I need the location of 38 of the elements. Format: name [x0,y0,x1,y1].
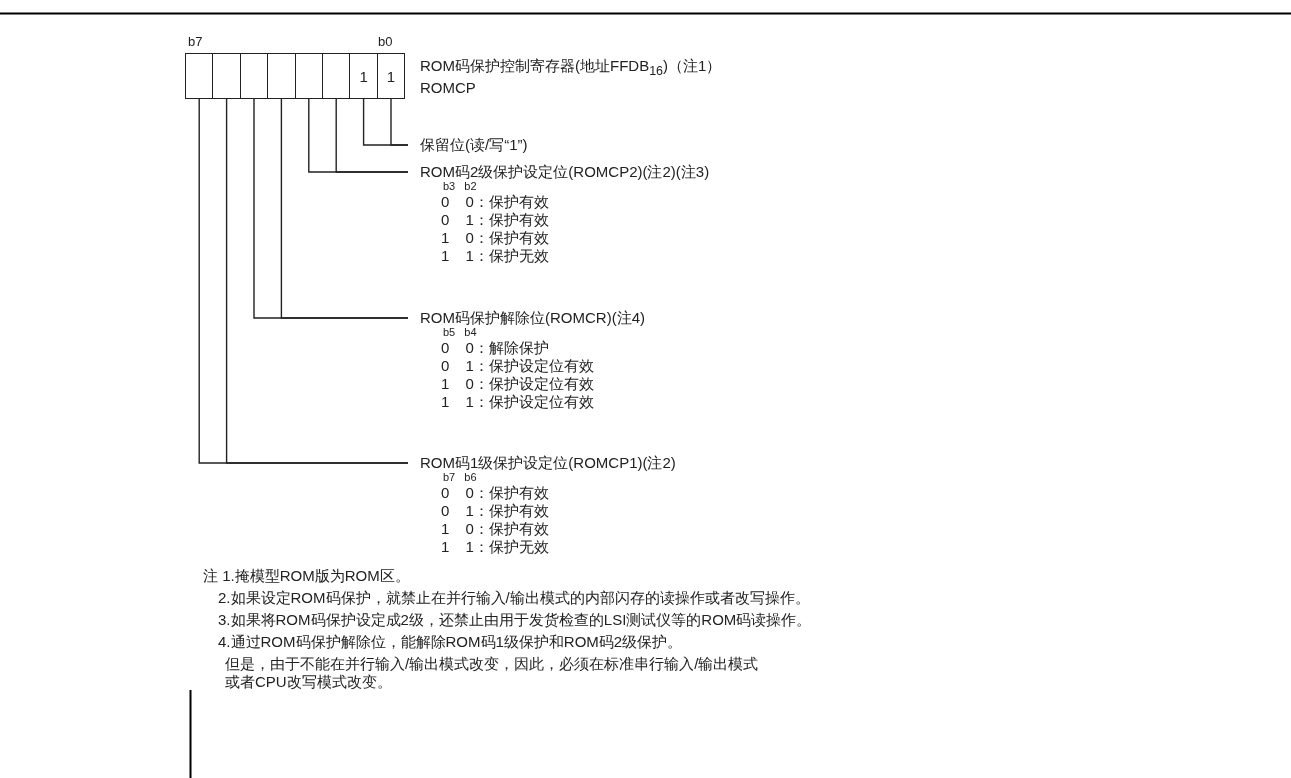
setting-row: 0 1：保护有效 [441,502,549,520]
bit-header: b3 b2 [443,180,477,192]
register-bit-cell [185,53,214,99]
leader-line [280,98,409,319]
field-description: ROM码1级保护设定位(ROMCP1)(注2) [420,454,676,472]
setting-row: 0 0：解除保护 [441,339,549,357]
register-bit-cell: 1 [349,53,378,99]
leader-line [390,98,409,146]
setting-row: 0 1：保护设定位有效 [441,357,594,375]
note-text: 注 1.掩模型ROM版为ROM区。 [203,567,410,585]
setting-row: 1 0：保护有效 [441,520,549,538]
setting-row: 1 1：保护无效 [441,538,549,556]
setting-row: 1 1：保护无效 [441,247,549,265]
register-bit-cell [212,53,241,99]
setting-row: 1 0：保护设定位有效 [441,375,594,393]
bit-label: b7 [188,36,203,48]
register-bit-cell [322,53,351,99]
setting-row: 0 1：保护有效 [441,211,549,229]
field-description: ROM码保护解除位(ROMCR)(注4) [420,309,645,327]
register-abbreviation: ROMCP [420,79,476,97]
field-description: 保留位(读/写“1”) [420,136,528,154]
register-bit-cell [294,53,323,99]
bit-header: b7 b6 [443,471,477,483]
setting-row: 0 0：保护有效 [441,484,549,502]
leader-line [335,98,409,173]
register-bit-cell [267,53,296,99]
setting-row: 1 1：保护设定位有效 [441,393,594,411]
setting-row: 0 0：保护有效 [441,193,549,211]
note-text: 4.通过ROM码保护解除位，能解除ROM码1级保护和ROM码2级保护。 [218,633,683,651]
note-text: 3.如果将ROM码保护设定成2级，还禁止由用于发货检查的LSI测试仪等的ROM码读操作。 [218,611,812,629]
bit-header: b5 b4 [443,326,477,338]
bit-label: b0 [378,36,393,48]
setting-row: 1 0：保护有效 [441,229,549,247]
note-text: 但是，由于不能在并行输入/输出模式改变，因此，必须在标准串行输入/输出模式或者CPU改写模式改变。 [225,655,760,691]
note-text: 2.如果设定ROM码保护，就禁止在并行输入/输出模式的内部闪存的读操作或者改写操作。 [218,589,810,607]
field-description: ROM码2级保护设定位(ROMCP2)(注2)(注3) [420,163,710,181]
register-bit-cell: 1 [376,53,406,99]
register-title: ROM码保护控制寄存器(地址FFDB$_{16}$)（注1） [420,57,722,80]
